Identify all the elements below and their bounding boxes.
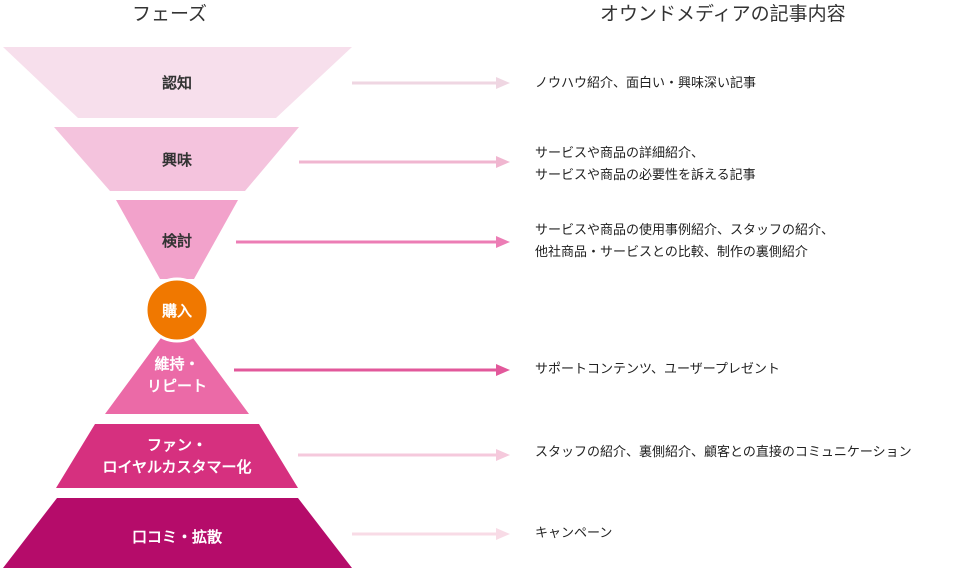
description-loyalty: スタッフの紹介、裏側紹介、顧客との直接のコミュニケーション	[535, 442, 912, 464]
description-word-of-mouth: キャンペーン	[535, 523, 612, 545]
description-line: スタッフの紹介、裏側紹介、顧客との直接のコミュニケーション	[535, 445, 912, 460]
description-line: 他社商品・サービスとの比較、制作の裏側紹介	[535, 245, 808, 260]
funnel-segment-cognition	[3, 47, 352, 118]
description-line: サポートコンテンツ、ユーザープレゼント	[535, 362, 780, 377]
description-line: サービスや商品の必要性を訴える記事	[535, 168, 756, 183]
description-interest: サービスや商品の詳細紹介、サービスや商品の必要性を訴える記事	[535, 143, 756, 187]
phase-label-line: 口コミ・拡散	[132, 528, 223, 546]
phase-label-cognition: 認知	[162, 74, 192, 92]
phase-label-line: 維持・	[154, 355, 199, 373]
funnel-segment-consideration	[116, 200, 238, 279]
phase-label-line: 認知	[162, 74, 192, 92]
phase-label-loyalty: ファン・ロイヤルカスタマー化	[102, 436, 251, 476]
phase-label-line: ファン・	[147, 436, 207, 454]
purchase-label: 購入	[161, 302, 192, 320]
phase-header: フェーズ	[132, 3, 208, 25]
phase-label-consideration: 検討	[162, 232, 192, 250]
description-cognition: ノウハウ紹介、面白い・興味深い記事	[535, 73, 756, 95]
funnel-segment-loyalty	[56, 424, 298, 488]
description-retention: サポートコンテンツ、ユーザープレゼント	[535, 359, 780, 381]
content-header: オウンドメディアの記事内容	[600, 3, 846, 25]
arrowhead-cognition	[496, 77, 510, 89]
description-line: キャンペーン	[535, 526, 613, 541]
funnel-segment-interest	[54, 127, 299, 191]
arrowhead-word-of-mouth	[496, 528, 510, 540]
description-consideration: サービスや商品の使用事例紹介、スタッフの紹介、他社商品・サービスとの比較、制作の…	[535, 220, 834, 264]
phase-label-line: 検討	[162, 232, 192, 250]
description-line: ノウハウ紹介、面白い・興味深い記事	[535, 76, 757, 91]
phase-label-word-of-mouth: 口コミ・拡散	[132, 528, 223, 546]
arrowhead-retention	[496, 364, 510, 376]
description-line: サービスや商品の詳細紹介、	[535, 146, 705, 161]
phase-label-line: ロイヤルカスタマー化	[102, 458, 251, 476]
phase-label-line: 興味	[162, 151, 192, 169]
funnel-segment-retention	[105, 338, 249, 414]
phase-label-interest: 興味	[162, 151, 192, 169]
funnel-segment-word-of-mouth	[3, 498, 352, 568]
description-line: サービスや商品の使用事例紹介、スタッフの紹介、	[535, 223, 835, 238]
purchase-circle	[144, 277, 210, 343]
phase-label-line: リピート	[147, 377, 207, 395]
arrowhead-consideration	[496, 236, 510, 248]
arrowhead-interest	[496, 156, 510, 168]
arrowhead-loyalty	[496, 449, 510, 461]
phase-label-retention: 維持・リピート	[147, 355, 207, 395]
